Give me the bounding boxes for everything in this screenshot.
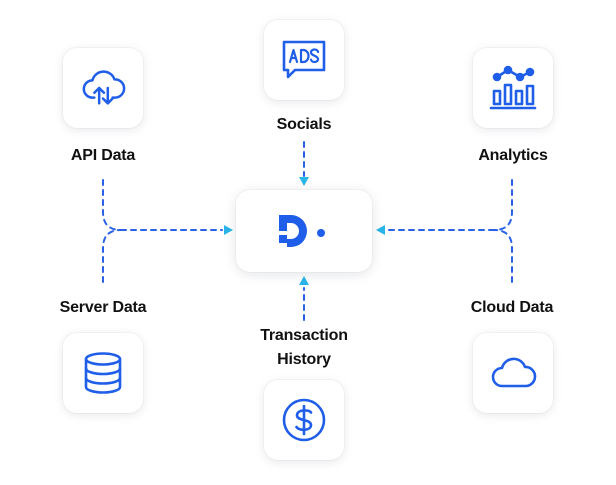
analytics-tile xyxy=(473,48,553,128)
server-data-label: Server Data xyxy=(59,299,147,316)
socials-tile xyxy=(264,20,344,100)
connector-analytics xyxy=(493,179,513,231)
hub-logo xyxy=(279,215,325,247)
analytics-label: Analytics xyxy=(478,147,548,164)
socials-label: Socials xyxy=(276,116,332,133)
cloud-sync-icon xyxy=(82,70,126,105)
cloud-icon xyxy=(491,357,537,388)
connector-cloud-data xyxy=(493,229,513,283)
hub-logo-dot xyxy=(317,229,325,237)
arrowhead-bottom xyxy=(299,276,309,285)
arrowhead-top xyxy=(299,177,309,186)
hub-logo-d xyxy=(279,215,307,247)
dollar-coin-icon xyxy=(282,398,326,442)
hub-logo-foot xyxy=(279,235,287,243)
arrowhead-right xyxy=(376,225,385,235)
transaction-history-label: Transaction History xyxy=(260,327,348,368)
database-icon xyxy=(84,352,122,394)
connector-api-data xyxy=(102,179,122,231)
server-data-tile xyxy=(63,333,143,413)
api-data-label: API Data xyxy=(70,147,136,164)
analytics-chart-icon xyxy=(489,65,537,110)
ads-chat-icon xyxy=(282,40,326,79)
cloud-data-label: Cloud Data xyxy=(470,299,554,316)
connector-server-data xyxy=(102,229,122,283)
hub-tile xyxy=(236,190,372,272)
transaction-history-tile xyxy=(264,380,344,460)
api-data-tile xyxy=(63,48,143,128)
arrowhead-left xyxy=(224,225,233,235)
cloud-data-tile xyxy=(473,333,553,413)
